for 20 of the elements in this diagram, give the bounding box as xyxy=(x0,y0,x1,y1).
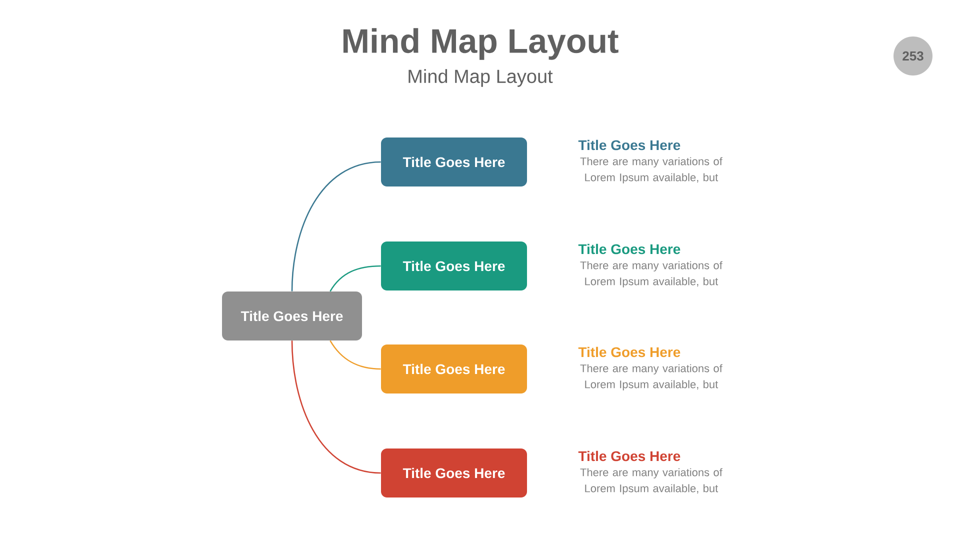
connector-curve xyxy=(330,340,381,370)
side-heading: Title Goes Here xyxy=(578,140,680,150)
topic-box: Title Goes Here xyxy=(381,138,527,186)
connector-curve xyxy=(330,265,381,292)
topic-box: Title Goes Here xyxy=(381,344,527,394)
page-number-badge: 253 xyxy=(894,36,932,76)
side-heading: Title Goes Here xyxy=(578,346,680,358)
description: There are many variations of Lorem Ipsum available, but xyxy=(580,468,722,494)
connector-curve xyxy=(291,340,381,474)
side-heading: Title Goes Here xyxy=(578,244,680,254)
topic-box: Title Goes Here xyxy=(381,241,527,290)
topic-box: Title Goes Here xyxy=(222,292,362,340)
topic-box: Title Goes Here xyxy=(381,448,527,498)
connector-curve xyxy=(291,161,381,292)
title: Mind Map Layout xyxy=(343,28,618,60)
description: There are many variations of Lorem Ipsum available, but xyxy=(580,157,722,184)
subtitle: Mind Map Layout xyxy=(408,69,553,87)
description: There are many variations of Lorem Ipsum available, but xyxy=(580,261,722,288)
description: There are many variations of Lorem Ipsum available, but xyxy=(580,364,722,390)
side-heading: Title Goes Here xyxy=(578,450,680,462)
